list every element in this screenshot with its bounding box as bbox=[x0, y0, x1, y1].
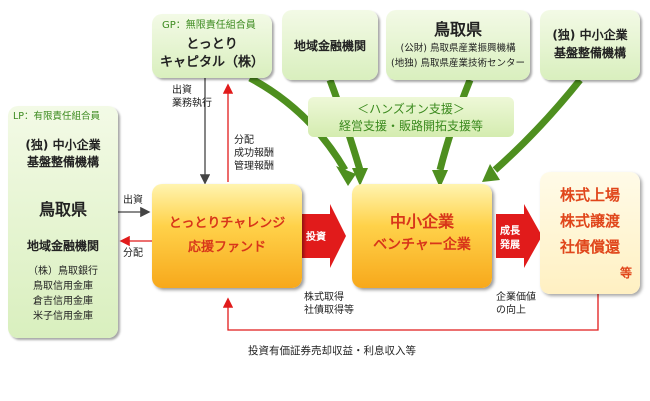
gp-execution-label-1: 出資 bbox=[172, 85, 192, 96]
green-arrow-heads bbox=[336, 164, 500, 188]
lp-distribution-label: 分配 bbox=[123, 248, 143, 259]
exit-box: 株式上場 株式譲渡 社債償還 等 bbox=[540, 172, 640, 294]
gp-badge: GP：無限責任組合員 bbox=[162, 20, 256, 31]
top-tottori-pref-label: 鳥取県 bbox=[433, 20, 482, 39]
distribution-label-2: 成功報酬 bbox=[234, 148, 274, 159]
gp-name-line1: とっとり bbox=[186, 37, 238, 52]
exit-line4: 等 bbox=[620, 266, 633, 280]
gp-box: GP：無限責任組合員 とっとり キャピタル（株） bbox=[152, 14, 272, 78]
lp-tottori-pref: 鳥取県 bbox=[38, 200, 87, 219]
investment-block-arrow bbox=[302, 204, 346, 268]
acquire-label-1: 株式取得 bbox=[304, 292, 344, 303]
fund-name-line2: 応援ファンド bbox=[187, 240, 266, 255]
support-title: ＜ハンズオン支援＞ bbox=[357, 102, 465, 116]
lp-bank-4: 米子信用金庫 bbox=[33, 311, 93, 322]
lp-bank-2: 鳥取信用金庫 bbox=[33, 281, 93, 292]
growth-block-arrow bbox=[496, 204, 542, 268]
value-label-2: の向上 bbox=[496, 305, 526, 316]
support-subtitle: 経営支援・販路開拓支援等 bbox=[338, 119, 483, 133]
distribution-label-3: 管理報酬 bbox=[234, 161, 274, 172]
acquire-label-2: 社債取得等 bbox=[304, 305, 354, 316]
top-pref-org2: (地独) 鳥取県産業技術センター bbox=[391, 58, 525, 69]
lp-regional-banks: 地域金融機関 bbox=[26, 239, 99, 253]
distribution-label-1: 分配 bbox=[234, 135, 254, 146]
top-smrj-box: (独) 中小企業 基盤整備機構 bbox=[540, 10, 640, 80]
exit-line2: 株式譲渡 bbox=[559, 212, 620, 230]
lp-box: LP：有限責任組合員 (独) 中小企業 基盤整備機構 鳥取県 地域金融機関 （株… bbox=[8, 106, 118, 338]
top-regional-banks-box: 地域金融機関 bbox=[282, 10, 378, 80]
lp-smrj-line1: (独) 中小企業 bbox=[25, 138, 101, 152]
lp-badge: LP：有限責任組合員 bbox=[13, 111, 101, 122]
sme-line2: ベンチャー企業 bbox=[373, 237, 471, 253]
value-label-1: 企業価値 bbox=[496, 292, 536, 303]
top-smrj-line2: 基盤整備機構 bbox=[553, 46, 626, 60]
lp-invest-label: 出資 bbox=[123, 195, 143, 206]
gp-execution-label-2: 業務執行 bbox=[172, 98, 212, 109]
investment-label: 投資 bbox=[306, 232, 326, 243]
growth-label-1: 成長 bbox=[500, 226, 520, 237]
top-tottori-pref-box: 鳥取県 (公財) 鳥取県産業振興機構 (地独) 鳥取県産業技術センター bbox=[386, 10, 530, 80]
returns-loop-arrow bbox=[222, 292, 599, 331]
top-pref-org1: (公財) 鳥取県産業振興機構 bbox=[400, 43, 516, 54]
lp-smrj-line2: 基盤整備機構 bbox=[26, 155, 99, 169]
fund-box: とっとりチャレンジ 応援ファンド bbox=[152, 184, 302, 288]
exit-line3: 社債償還 bbox=[559, 238, 620, 256]
sme-box: 中小企業 ベンチャー企業 bbox=[352, 184, 492, 288]
lp-bank-1: （株）鳥取銀行 bbox=[28, 266, 98, 277]
sme-line1: 中小企業 bbox=[389, 212, 454, 231]
top-regional-banks-label: 地域金融機関 bbox=[293, 39, 366, 53]
top-smrj-line1: (独) 中小企業 bbox=[552, 28, 628, 42]
growth-label-2: 発展 bbox=[500, 240, 520, 251]
exit-line1: 株式上場 bbox=[559, 186, 620, 204]
hands-on-support-box: ＜ハンズオン支援＞ 経営支援・販路開拓支援等 bbox=[308, 97, 514, 137]
returns-label: 投資有価証券売却収益・利息収入等 bbox=[248, 345, 416, 357]
gp-name-line2: キャピタル（株） bbox=[159, 55, 264, 70]
fund-name-line1: とっとりチャレンジ bbox=[168, 216, 286, 231]
lp-bank-3: 倉吉信用金庫 bbox=[33, 296, 93, 307]
